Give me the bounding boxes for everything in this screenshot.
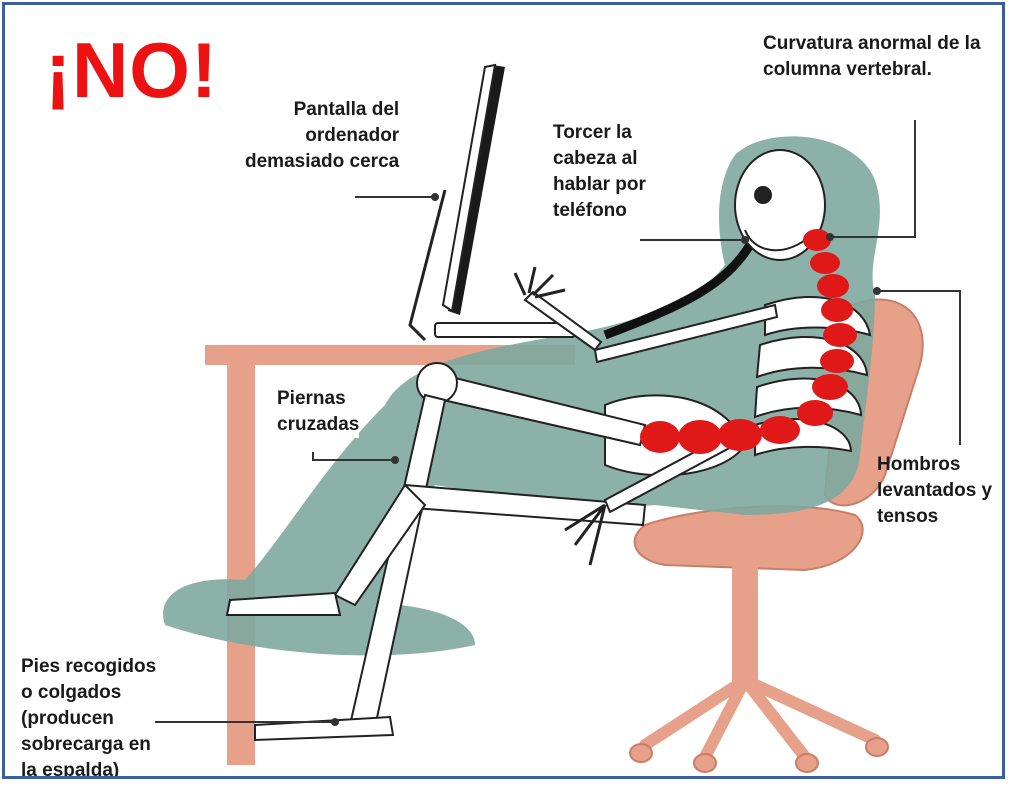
label-feet-tucked: Pies recogidos o colgados (producen sobr… xyxy=(21,654,156,779)
desk-leg xyxy=(227,365,255,765)
computer-monitor xyxy=(410,65,575,340)
keyboard xyxy=(435,323,575,337)
diagram-frame: ¡NO! Pantalla del ordenador demasiado ce… xyxy=(2,2,1005,779)
label-spine-curvature: Curvatura anormal de la columna vertebra… xyxy=(763,31,981,83)
foot-lower xyxy=(255,717,393,740)
label-raised-shoulders: Hombros levantados y tensos xyxy=(877,452,992,530)
label-head-twisted: Torcer la cabeza al hablar por teléfono xyxy=(553,120,646,224)
hand xyxy=(515,267,565,297)
label-screen-too-close: Pantalla del ordenador demasiado cerca xyxy=(245,97,399,175)
chair-seat xyxy=(635,506,863,570)
monitor-stand xyxy=(410,190,445,340)
label-crossed-legs: Piernas cruzadas xyxy=(277,386,359,438)
no-title: ¡NO! xyxy=(45,25,218,115)
chair-column xyxy=(732,565,758,685)
chair-base xyxy=(645,680,875,757)
